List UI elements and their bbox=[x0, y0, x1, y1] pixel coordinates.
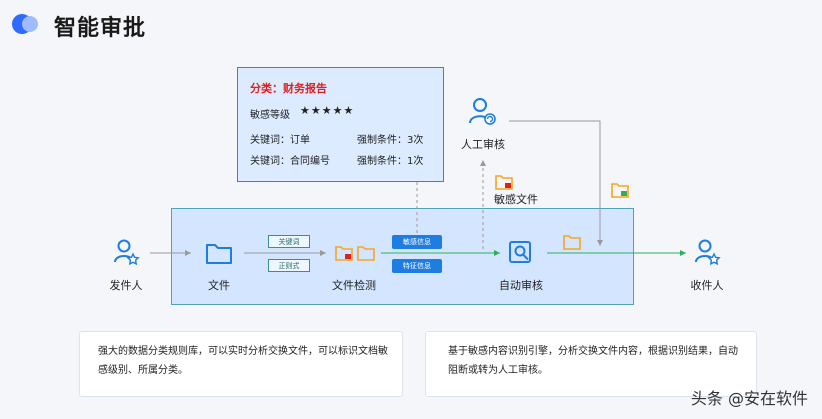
arrow-manual-to-flow bbox=[509, 120, 603, 246]
keyword-row-2: 关键词：合同编号 bbox=[250, 156, 330, 167]
sensitive-file-label: 敏感文件 bbox=[494, 193, 538, 206]
user-icon bbox=[114, 239, 140, 266]
sensitivity-stars: ★★★★★ bbox=[300, 104, 355, 117]
description-left-text: 强大的数据分类规则库，可以实时分析交换文件，可以标识文档敏感级别、所属分类。 bbox=[98, 346, 388, 376]
description-right-text: 基于敏感内容识别引擎，分析交换文件内容，根据识别结果，自动阻断或转为人工审核。 bbox=[448, 346, 738, 376]
manual-review-label: 人工审核 bbox=[461, 138, 505, 151]
approved-folder-icon bbox=[611, 183, 629, 198]
page-title: 智能审批 bbox=[54, 16, 147, 41]
footer-watermark: 头条 @安在软件 bbox=[690, 389, 808, 408]
title-dot-accent-icon bbox=[22, 16, 38, 32]
keyword-tag: 关键词 bbox=[268, 235, 310, 248]
description-left: 强大的数据分类规则库，可以实时分析交换文件，可以标识文档敏感级别、所属分类。 bbox=[79, 331, 403, 397]
user-icon bbox=[695, 239, 721, 266]
folder-icon bbox=[206, 244, 232, 264]
file-check-label: 文件检测 bbox=[332, 279, 376, 292]
receiver-label: 收件人 bbox=[690, 279, 724, 292]
classification-title: 分类：财务报告 bbox=[250, 82, 327, 95]
condition-row-2: 强制条件：1次 bbox=[357, 156, 424, 167]
process-area bbox=[171, 208, 634, 305]
sensitivity-level-label: 敏感等级 bbox=[250, 110, 290, 121]
keyword-row-1: 关键词：订单 bbox=[250, 135, 310, 146]
review-search-icon bbox=[509, 241, 531, 263]
folder-orange-icon bbox=[563, 235, 581, 250]
manual-review-user-icon bbox=[469, 98, 496, 125]
auto-review-label: 自动审核 bbox=[499, 279, 543, 292]
classification-card: 分类：财务报告 敏感等级 ★★★★★ 关键词：订单 强制条件：3次 关键词：合同… bbox=[237, 67, 444, 182]
sender-label: 发件人 bbox=[109, 279, 143, 292]
description-right: 基于敏感内容识别引擎，分析交换文件内容，根据识别结果，自动阻断或转为人工审核。 bbox=[425, 331, 757, 397]
file-label: 文件 bbox=[208, 279, 230, 292]
locked-folder-icon bbox=[335, 246, 353, 261]
condition-row-1: 强制条件：3次 bbox=[357, 135, 424, 146]
locked-folder-icon bbox=[495, 175, 513, 190]
feature-info-tag: 特征信息 bbox=[392, 259, 442, 273]
sensitive-info-tag: 敏感信息 bbox=[392, 235, 442, 249]
folder-orange-icon bbox=[357, 246, 375, 261]
regex-tag: 正则式 bbox=[268, 259, 310, 272]
